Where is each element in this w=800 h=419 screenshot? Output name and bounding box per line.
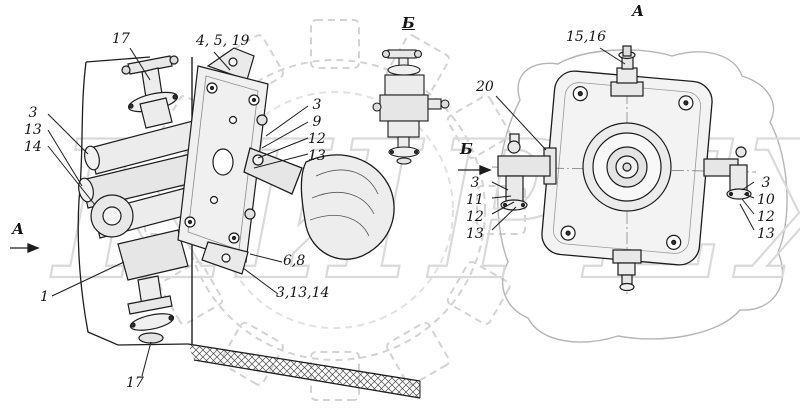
view-direction-arrows [10, 165, 492, 253]
callout-3: 3 [28, 105, 38, 121]
callout-14: 14 [24, 139, 42, 155]
callout-13: 13 [466, 226, 484, 242]
panel-contour [497, 49, 788, 343]
callout-12: 12 [466, 209, 484, 225]
callout-stack-view-a-right: 3 10 12 13 [757, 176, 775, 241]
floor-hatch [187, 343, 421, 399]
view-label-b-top: Б [402, 14, 415, 32]
callout-13: 13 [24, 122, 42, 138]
view-label-a-side: А [12, 220, 25, 238]
callout-15-16: 15,16 [566, 29, 607, 45]
callout-stack-left: 3 13 14 [24, 106, 42, 154]
view-b-valve [372, 49, 450, 165]
callout-11: 11 [466, 192, 484, 208]
callout-stack-mid: 3 9 12 13 [308, 98, 326, 163]
callout-4-5-19: 4, 5, 19 [196, 33, 250, 49]
callout-20: 20 [476, 79, 494, 95]
callout-stack-view-a-left: 3 11 12 13 [466, 176, 484, 241]
callout-3-13-14: 3,13,14 [276, 285, 330, 301]
view-a-valve [491, 45, 757, 294]
callout-6-8: 6,8 [283, 253, 306, 269]
callout-13: 13 [757, 226, 775, 242]
view-label-a-top: А [632, 2, 645, 20]
callout-12: 12 [757, 209, 775, 225]
brake-pedal [243, 147, 395, 260]
callout-9: 9 [312, 114, 322, 130]
view-label-b-side: Б [460, 140, 473, 158]
pedal-bracket-plate [177, 47, 269, 275]
callout-3: 3 [312, 97, 322, 113]
callout-10: 10 [757, 192, 775, 208]
callout-1: 1 [40, 289, 49, 305]
callout-3: 3 [761, 175, 771, 191]
callout-17-top: 17 [112, 31, 130, 47]
callout-12: 12 [308, 131, 326, 147]
main-valve-assembly [78, 55, 231, 344]
callout-3: 3 [470, 175, 480, 191]
callout-17-bottom: 17 [126, 375, 144, 391]
callout-13: 13 [308, 148, 326, 164]
leader-lines [47, 47, 755, 377]
